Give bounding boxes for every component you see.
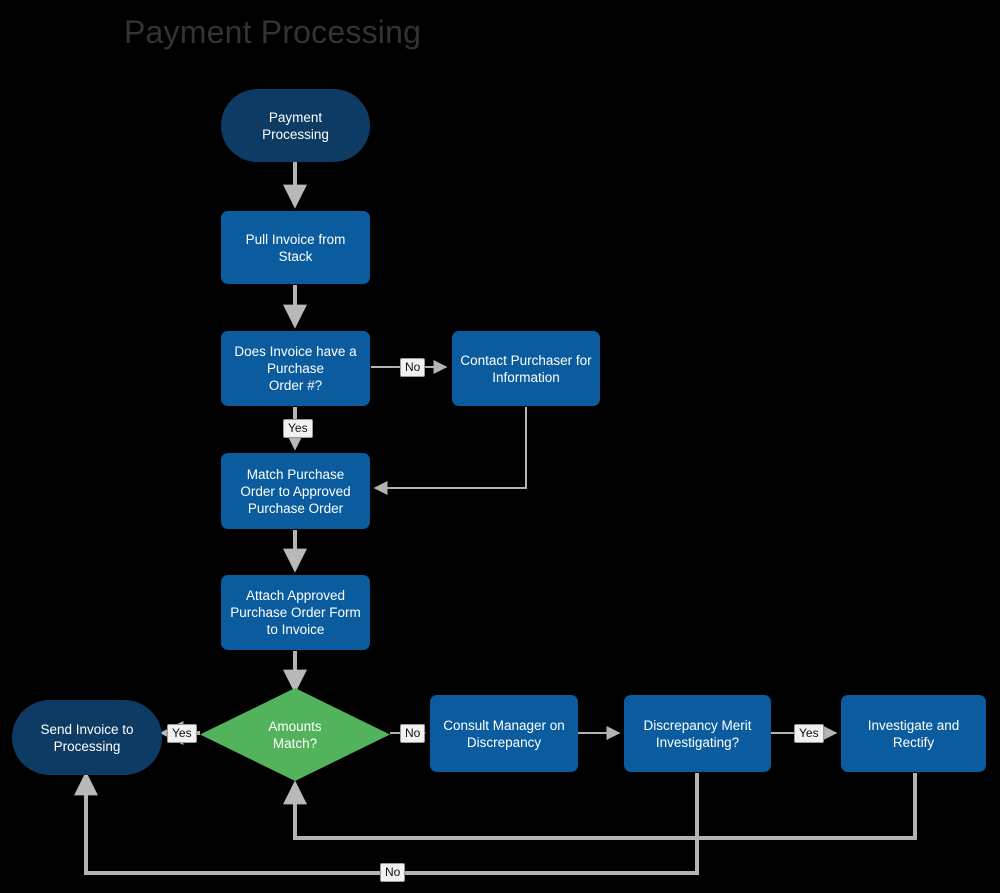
page-title: Payment Processing — [124, 14, 422, 50]
edge-label-merit-investigate-no: No — [380, 863, 406, 882]
node-match-purchase-order[interactable]: Match Purchase Order to Approved Purchas… — [221, 453, 370, 529]
node-start[interactable]: Payment Processing — [221, 89, 370, 162]
edge-label-amounts-match-no: No — [400, 724, 426, 743]
node-has-purchase-order[interactable]: Does Invoice have a Purchase Order #? — [221, 331, 370, 406]
node-consult-manager[interactable]: Consult Manager on Discrepancy — [430, 695, 578, 772]
node-amounts-match[interactable]: Amounts Match? — [200, 688, 390, 781]
node-discrepancy-merit-investigating[interactable]: Discrepancy Merit Investigating? — [624, 695, 771, 772]
node-pull-invoice-label: Pull Invoice from Stack — [245, 231, 346, 264]
node-amounts-match-label: Amounts Match? — [268, 718, 322, 751]
node-contact-purchaser-label: Contact Purchaser for Information — [460, 352, 592, 385]
node-send-invoice-to-processing[interactable]: Send Invoice to Processing — [12, 700, 162, 775]
edge-label-amounts-match-yes: Yes — [167, 724, 197, 743]
edge-label-merit-investigate-yes: Yes — [794, 724, 824, 743]
edge-label-has-po-yes: Yes — [283, 419, 313, 438]
node-investigate-and-rectify[interactable]: Investigate and Rectify — [841, 695, 986, 772]
node-attach-purchase-order-label: Attach Approved Purchase Order Form to I… — [230, 588, 361, 637]
edge-investigate-back-to-amounts-match — [283, 773, 917, 840]
node-consult-manager-label: Consult Manager on Discrepancy — [443, 717, 565, 750]
node-contact-purchaser[interactable]: Contact Purchaser for Information — [452, 331, 600, 406]
node-start-label: Payment Processing — [262, 109, 329, 142]
node-match-purchase-order-label: Match Purchase Order to Approved Purchas… — [240, 466, 351, 516]
node-has-purchase-order-label: Does Invoice have a Purchase Order #? — [234, 344, 357, 393]
node-send-invoice-to-processing-label: Send Invoice to Processing — [40, 721, 134, 754]
node-pull-invoice[interactable]: Pull Invoice from Stack — [221, 211, 370, 284]
node-attach-purchase-order[interactable]: Attach Approved Purchase Order Form to I… — [221, 575, 370, 650]
edge-contact-purchaser-back-to-match-po — [373, 407, 527, 495]
node-investigate-and-rectify-label: Investigate and Rectify — [867, 717, 960, 750]
node-discrepancy-merit-investigating-label: Discrepancy Merit Investigating? — [643, 717, 752, 750]
edge-label-has-po-no: No — [400, 358, 426, 377]
edge-merit-investigate-no-to-send-invoice — [74, 771, 699, 875]
